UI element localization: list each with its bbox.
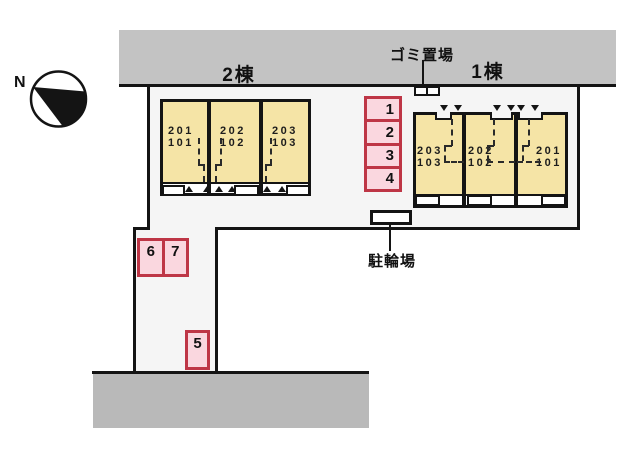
entrance-marker-icon bbox=[493, 105, 501, 111]
entry-dash bbox=[198, 138, 200, 165]
corridor-wall-left bbox=[133, 230, 136, 371]
building2-floorline bbox=[163, 182, 308, 184]
entry-dash bbox=[487, 146, 489, 161]
entry-dash bbox=[215, 164, 222, 166]
entry-dash bbox=[517, 161, 541, 163]
entrance-marker-icon bbox=[517, 105, 525, 111]
building2-porch-3 bbox=[286, 185, 310, 196]
entry-dash bbox=[493, 119, 495, 146]
parking-spaces-1-4: 1 2 3 4 bbox=[364, 96, 402, 192]
bicycle-leader-line bbox=[389, 225, 391, 251]
entry-dash bbox=[203, 165, 205, 182]
compass-icon bbox=[29, 70, 88, 128]
entry-dash bbox=[444, 161, 464, 163]
entry-dash bbox=[522, 145, 529, 147]
building1-porch-1 bbox=[415, 195, 440, 206]
entrance-marker-icon bbox=[531, 105, 539, 111]
entry-dash bbox=[265, 164, 272, 166]
parking-space-4: 4 bbox=[367, 165, 399, 189]
building1-divider-2 bbox=[514, 112, 518, 208]
entrance-marker-icon bbox=[507, 105, 515, 111]
garbage-label: ゴミ置場 bbox=[389, 47, 454, 64]
parking-space-1: 1 bbox=[385, 100, 394, 118]
entry-dash bbox=[270, 138, 272, 165]
entrance-marker-icon bbox=[454, 105, 462, 111]
building2-divider-1 bbox=[207, 99, 211, 196]
entry-dash bbox=[451, 119, 453, 146]
north-label: N bbox=[14, 74, 26, 91]
entrance-marker-icon bbox=[440, 105, 448, 111]
parking-space-2: 2 bbox=[367, 119, 399, 142]
entry-dash bbox=[444, 146, 446, 161]
entry-dash bbox=[522, 146, 524, 161]
building1-divider-1 bbox=[462, 112, 466, 208]
road-bottom-border bbox=[92, 371, 369, 374]
parking-space-6: 6 bbox=[146, 243, 155, 260]
entry-dash bbox=[220, 138, 222, 165]
entry-dash bbox=[487, 161, 515, 163]
entrance-marker-icon bbox=[228, 186, 236, 192]
entrance-marker-icon bbox=[263, 186, 271, 192]
entry-dash bbox=[215, 165, 217, 182]
corridor-wall-right bbox=[215, 230, 218, 371]
building2-road-label: 2棟 bbox=[222, 65, 256, 86]
garbage-leader-line bbox=[422, 60, 424, 87]
entry-dash bbox=[198, 164, 205, 166]
entry-dash bbox=[487, 145, 494, 147]
entry-dash bbox=[528, 119, 530, 146]
building2-porch-1 bbox=[162, 185, 185, 196]
building1-entry-notch-2 bbox=[490, 112, 513, 120]
parking-space-5: 5 bbox=[185, 330, 210, 370]
building2-divider-2 bbox=[259, 99, 263, 196]
parking-spaces-6-7: 6 7 bbox=[137, 238, 189, 277]
entry-dash bbox=[444, 145, 452, 147]
garbage-station-icon bbox=[414, 86, 440, 96]
entrance-marker-icon bbox=[185, 186, 193, 192]
building2-body bbox=[163, 102, 308, 182]
bicycle-label: 駐輪場 bbox=[367, 253, 416, 270]
parking-space-7: 7 bbox=[161, 241, 187, 274]
building1-body bbox=[416, 115, 565, 194]
boundary-left bbox=[147, 87, 150, 230]
building1-entry-notch-3 bbox=[518, 112, 543, 120]
road-top bbox=[119, 30, 616, 87]
building1-porch-2 bbox=[467, 195, 492, 206]
entrance-marker-icon bbox=[215, 186, 223, 192]
boundary-right bbox=[577, 87, 580, 230]
entrance-marker-icon bbox=[278, 186, 286, 192]
building1-entry-notch-1 bbox=[435, 112, 452, 120]
building2-porch-2 bbox=[234, 185, 259, 196]
boundary-bottom bbox=[215, 227, 580, 230]
entrance-marker-icon bbox=[203, 186, 211, 192]
building1-porch-3 bbox=[541, 195, 566, 206]
boundary-jog bbox=[133, 227, 150, 230]
building1-road-label: 1棟 bbox=[471, 62, 505, 83]
parking-space-3: 3 bbox=[367, 142, 399, 166]
bicycle-parking-icon bbox=[370, 210, 412, 225]
entry-dash bbox=[265, 165, 267, 182]
road-bottom bbox=[93, 374, 369, 428]
